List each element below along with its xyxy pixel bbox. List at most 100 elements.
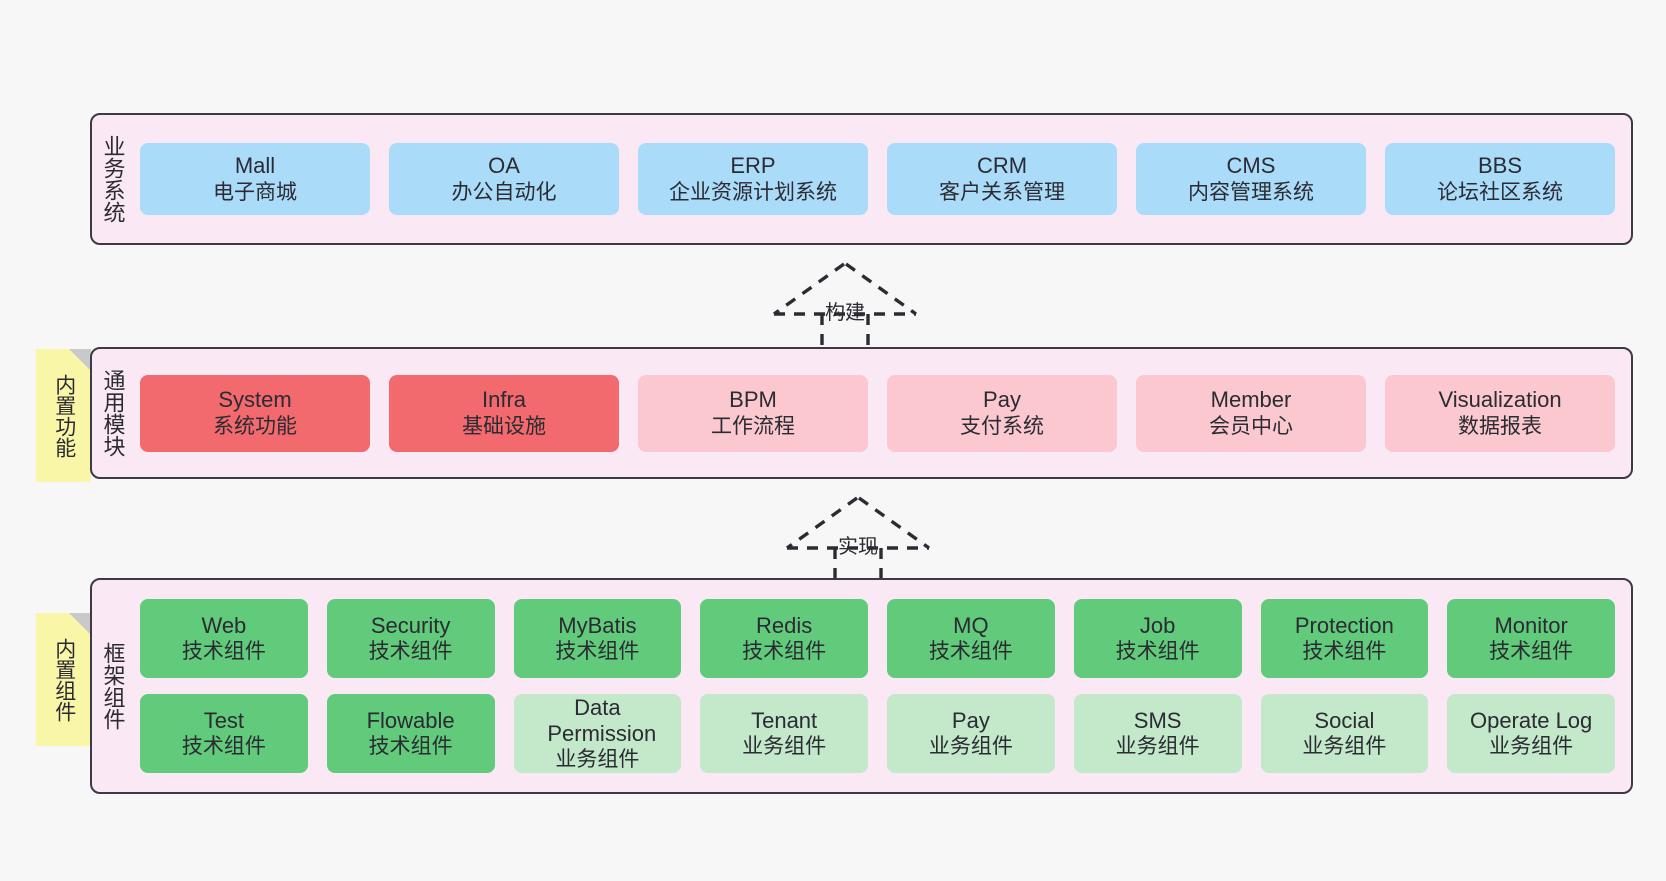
node-subtitle: 技术组件	[181, 640, 266, 664]
node-visualization[interactable]: Visualization 数据报表	[1385, 374, 1615, 452]
layer-row: Test 技术组件 Flowable 技术组件 Data Permission …	[140, 694, 1615, 773]
layer-title-framework-component: 框架组件	[100, 642, 126, 730]
node-subtitle: 业务组件	[742, 735, 827, 759]
node-subtitle: 技术组件	[1489, 640, 1574, 664]
node-subtitle: 业务组件	[1115, 735, 1200, 759]
layer-row: Mall 电子商城 OA 办公自动化 ERP 企业资源计划系统 CRM 客户关系…	[140, 143, 1615, 215]
node-title: Tenant	[751, 707, 818, 733]
node-oa[interactable]: OA 办公自动化	[389, 143, 619, 215]
node-subtitle: 技术组件	[742, 640, 827, 664]
node-subtitle: 会员中心	[1209, 414, 1293, 438]
node-title: Web	[201, 612, 247, 638]
node-title: MyBatis	[558, 612, 637, 638]
node-title: ERP	[730, 153, 776, 179]
node-title: Pay	[951, 707, 990, 733]
node-title: Monitor	[1494, 612, 1568, 638]
node-social[interactable]: Social 业务组件	[1260, 694, 1429, 773]
node-subtitle: 论坛社区系统	[1437, 180, 1563, 204]
node-title: BPM	[729, 387, 777, 413]
node-title: Pay	[983, 387, 1021, 413]
node-protection[interactable]: Protection 技术组件	[1260, 599, 1429, 678]
layer-body-common-module: System 系统功能 Infra 基础设施 BPM 工作流程 Pay 支付系统…	[134, 349, 1631, 477]
node-subtitle: 技术组件	[1115, 640, 1200, 664]
layer-common-module[interactable]: 通用模块 System 系统功能 Infra 基础设施 BPM 工作流程 Pay…	[90, 347, 1633, 479]
node-subtitle: 基础设施	[462, 414, 546, 438]
node-title: MQ	[953, 612, 989, 638]
node-title: Infra	[481, 387, 527, 413]
node-subtitle: 内容管理系统	[1188, 180, 1314, 204]
node-subtitle: 数据报表	[1458, 414, 1542, 438]
node-sms[interactable]: SMS 业务组件	[1073, 694, 1242, 773]
node-erp[interactable]: ERP 企业资源计划系统	[638, 143, 868, 215]
connector-build: 构建	[760, 258, 930, 354]
node-title: Mall	[234, 153, 276, 179]
node-subtitle: 技术组件	[181, 735, 266, 759]
node-flowable[interactable]: Flowable 技术组件	[326, 694, 495, 773]
sticky-note-label: 内置组件	[52, 637, 76, 722]
node-subtitle: 电子商城	[213, 180, 297, 204]
node-job[interactable]: Job 技术组件	[1073, 599, 1242, 678]
node-subtitle: 企业资源计划系统	[669, 180, 837, 204]
arrowhead-left-edge	[786, 496, 858, 550]
node-subtitle: 业务组件	[1489, 735, 1574, 759]
node-pay[interactable]: Pay 支付系统	[887, 374, 1117, 452]
layer-business-system[interactable]: 业务系统 Mall 电子商城 OA 办公自动化 ERP 企业资源计划系统 CRM…	[90, 113, 1633, 245]
node-web[interactable]: Web 技术组件	[140, 599, 308, 678]
node-title: Member	[1210, 387, 1292, 413]
node-bbs[interactable]: BBS 论坛社区系统	[1385, 143, 1615, 215]
node-subtitle: 系统功能	[213, 414, 297, 438]
node-subtitle: 业务组件	[1302, 735, 1387, 759]
arrowhead-left-edge	[773, 262, 845, 316]
node-redis[interactable]: Redis 技术组件	[700, 599, 868, 678]
node-subtitle: 技术组件	[368, 735, 453, 759]
sticky-note-label: 内置功能	[52, 373, 76, 458]
node-title: Operate Log	[1469, 707, 1593, 733]
layer-title-business-system: 业务系统	[100, 135, 126, 223]
node-security[interactable]: Security 技术组件	[326, 599, 495, 678]
node-title: Protection	[1294, 612, 1394, 638]
layer-body-framework-component: Web 技术组件 Security 技术组件 MyBatis 技术组件 Redi…	[134, 580, 1631, 792]
node-cms[interactable]: CMS 内容管理系统	[1136, 143, 1366, 215]
node-title: Job	[1139, 612, 1176, 638]
node-subtitle: 办公自动化	[451, 180, 557, 204]
node-title: Data Permission	[547, 694, 657, 746]
layer-row: Web 技术组件 Security 技术组件 MyBatis 技术组件 Redi…	[140, 599, 1615, 678]
node-operate-log[interactable]: Operate Log 业务组件	[1447, 694, 1615, 773]
node-monitor[interactable]: Monitor 技术组件	[1447, 599, 1615, 678]
node-member[interactable]: Member 会员中心	[1136, 374, 1366, 452]
layer-body-business-system: Mall 电子商城 OA 办公自动化 ERP 企业资源计划系统 CRM 客户关系…	[134, 115, 1631, 243]
layer-framework-component[interactable]: 框架组件 Web 技术组件 Security 技术组件 MyBatis 技术组件…	[90, 578, 1633, 794]
node-crm[interactable]: CRM 客户关系管理	[887, 143, 1117, 215]
node-data-permission[interactable]: Data Permission 业务组件	[513, 694, 682, 773]
sticky-note-builtin-component[interactable]: 内置组件	[36, 613, 91, 746]
node-title: Test	[203, 707, 245, 733]
connector-implement: 实现	[773, 492, 943, 588]
node-tenant[interactable]: Tenant 业务组件	[700, 694, 868, 773]
node-mybatis[interactable]: MyBatis 技术组件	[513, 599, 682, 678]
node-title: System	[218, 387, 292, 413]
node-title: OA	[488, 153, 520, 179]
node-infra[interactable]: Infra 基础设施	[389, 374, 619, 452]
node-subtitle: 技术组件	[368, 640, 453, 664]
node-bpm[interactable]: BPM 工作流程	[638, 374, 868, 452]
node-title: BBS	[1477, 153, 1523, 179]
sticky-note-builtin-function[interactable]: 内置功能	[36, 349, 91, 482]
node-mq[interactable]: MQ 技术组件	[887, 599, 1055, 678]
node-title: Social	[1314, 707, 1375, 733]
layer-title-common-module: 通用模块	[100, 369, 126, 457]
node-subtitle: 工作流程	[711, 414, 795, 438]
node-mall[interactable]: Mall 电子商城	[140, 143, 370, 215]
layer-row: System 系统功能 Infra 基础设施 BPM 工作流程 Pay 支付系统…	[140, 374, 1615, 452]
node-title: Visualization	[1438, 387, 1562, 413]
node-pay-component[interactable]: Pay 业务组件	[887, 694, 1055, 773]
node-test[interactable]: Test 技术组件	[140, 694, 308, 773]
node-subtitle: 客户关系管理	[939, 180, 1065, 204]
node-title: Security	[370, 612, 451, 638]
node-system[interactable]: System 系统功能	[140, 374, 370, 452]
node-subtitle: 支付系统	[960, 414, 1044, 438]
node-title: SMS	[1133, 707, 1182, 733]
node-subtitle: 技术组件	[928, 640, 1013, 664]
node-subtitle: 业务组件	[555, 748, 640, 772]
node-title: Flowable	[366, 707, 455, 733]
